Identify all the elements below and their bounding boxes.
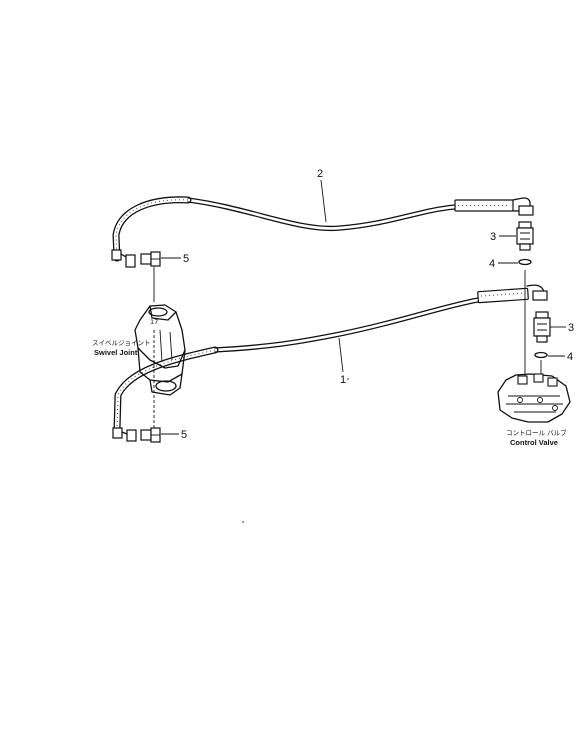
callout-5-lower-number: 5	[181, 429, 187, 441]
control-valve-label-jp: コントロール バルブ	[506, 428, 567, 437]
callout-3-lower-number: 3	[568, 322, 574, 334]
o-ring-4-lower	[534, 351, 548, 359]
callout-5-upper: 5	[161, 253, 189, 265]
callout-2: 2	[317, 168, 327, 223]
callout-1: 1	[338, 337, 346, 386]
callout-1-number: 1	[340, 374, 346, 386]
callout-4-lower: 4	[548, 351, 573, 363]
elbow-fitting-5-upper	[140, 251, 161, 267]
scan-speck	[242, 521, 244, 523]
scan-speck	[347, 378, 349, 380]
control-valve-label-en: Control Valve	[510, 438, 558, 447]
callout-3-upper: 3	[490, 231, 516, 243]
callout-2-number: 2	[317, 168, 323, 180]
callout-4-lower-number: 4	[567, 351, 573, 363]
callout-4-upper-number: 4	[489, 258, 495, 270]
callout-3-upper-number: 3	[490, 231, 496, 243]
hose-2	[111, 196, 534, 268]
swivel-joint-label-jp: スイベルジョイント	[92, 339, 151, 347]
svg-text:17: 17	[150, 318, 158, 326]
elbow-fitting-5-lower	[140, 427, 161, 443]
adapter-3-lower	[533, 311, 551, 343]
hose-1	[112, 284, 548, 442]
adapter-3-upper	[516, 221, 534, 251]
o-ring-4-upper	[518, 258, 532, 266]
swivel-joint-label-en: Swivel Joint	[94, 348, 138, 357]
control-valve	[497, 373, 571, 423]
callout-5-upper-number: 5	[183, 253, 189, 265]
callout-3-lower: 3	[550, 322, 574, 334]
callout-5-lower: 5	[161, 429, 187, 441]
callout-4-upper: 4	[489, 258, 518, 270]
swivel-joint: 17	[134, 304, 186, 396]
